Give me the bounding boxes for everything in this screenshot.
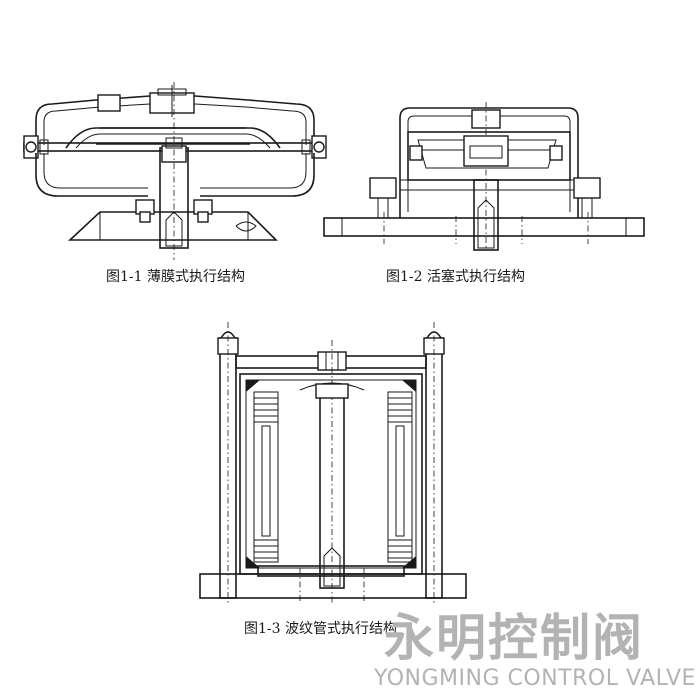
brand-watermark-cn: 永明控制阀: [384, 609, 644, 667]
right-bellows: [387, 391, 413, 563]
brand-watermark-en: YONGMING CONTROL VALVE: [374, 666, 696, 691]
bellows-actuator-drawing: [199, 322, 467, 604]
piston-actuator-drawing: [323, 102, 645, 251]
figure-1-2-caption: 图1-2 活塞式执行结构: [386, 269, 525, 285]
figure-1-1-caption: 图1-1 薄膜式执行结构: [106, 269, 245, 285]
diaphragm-actuator-drawing: [23, 82, 327, 260]
left-bellows: [253, 391, 279, 563]
figure-1-3-caption: 图1-3 波纹管式执行结构: [244, 621, 397, 637]
